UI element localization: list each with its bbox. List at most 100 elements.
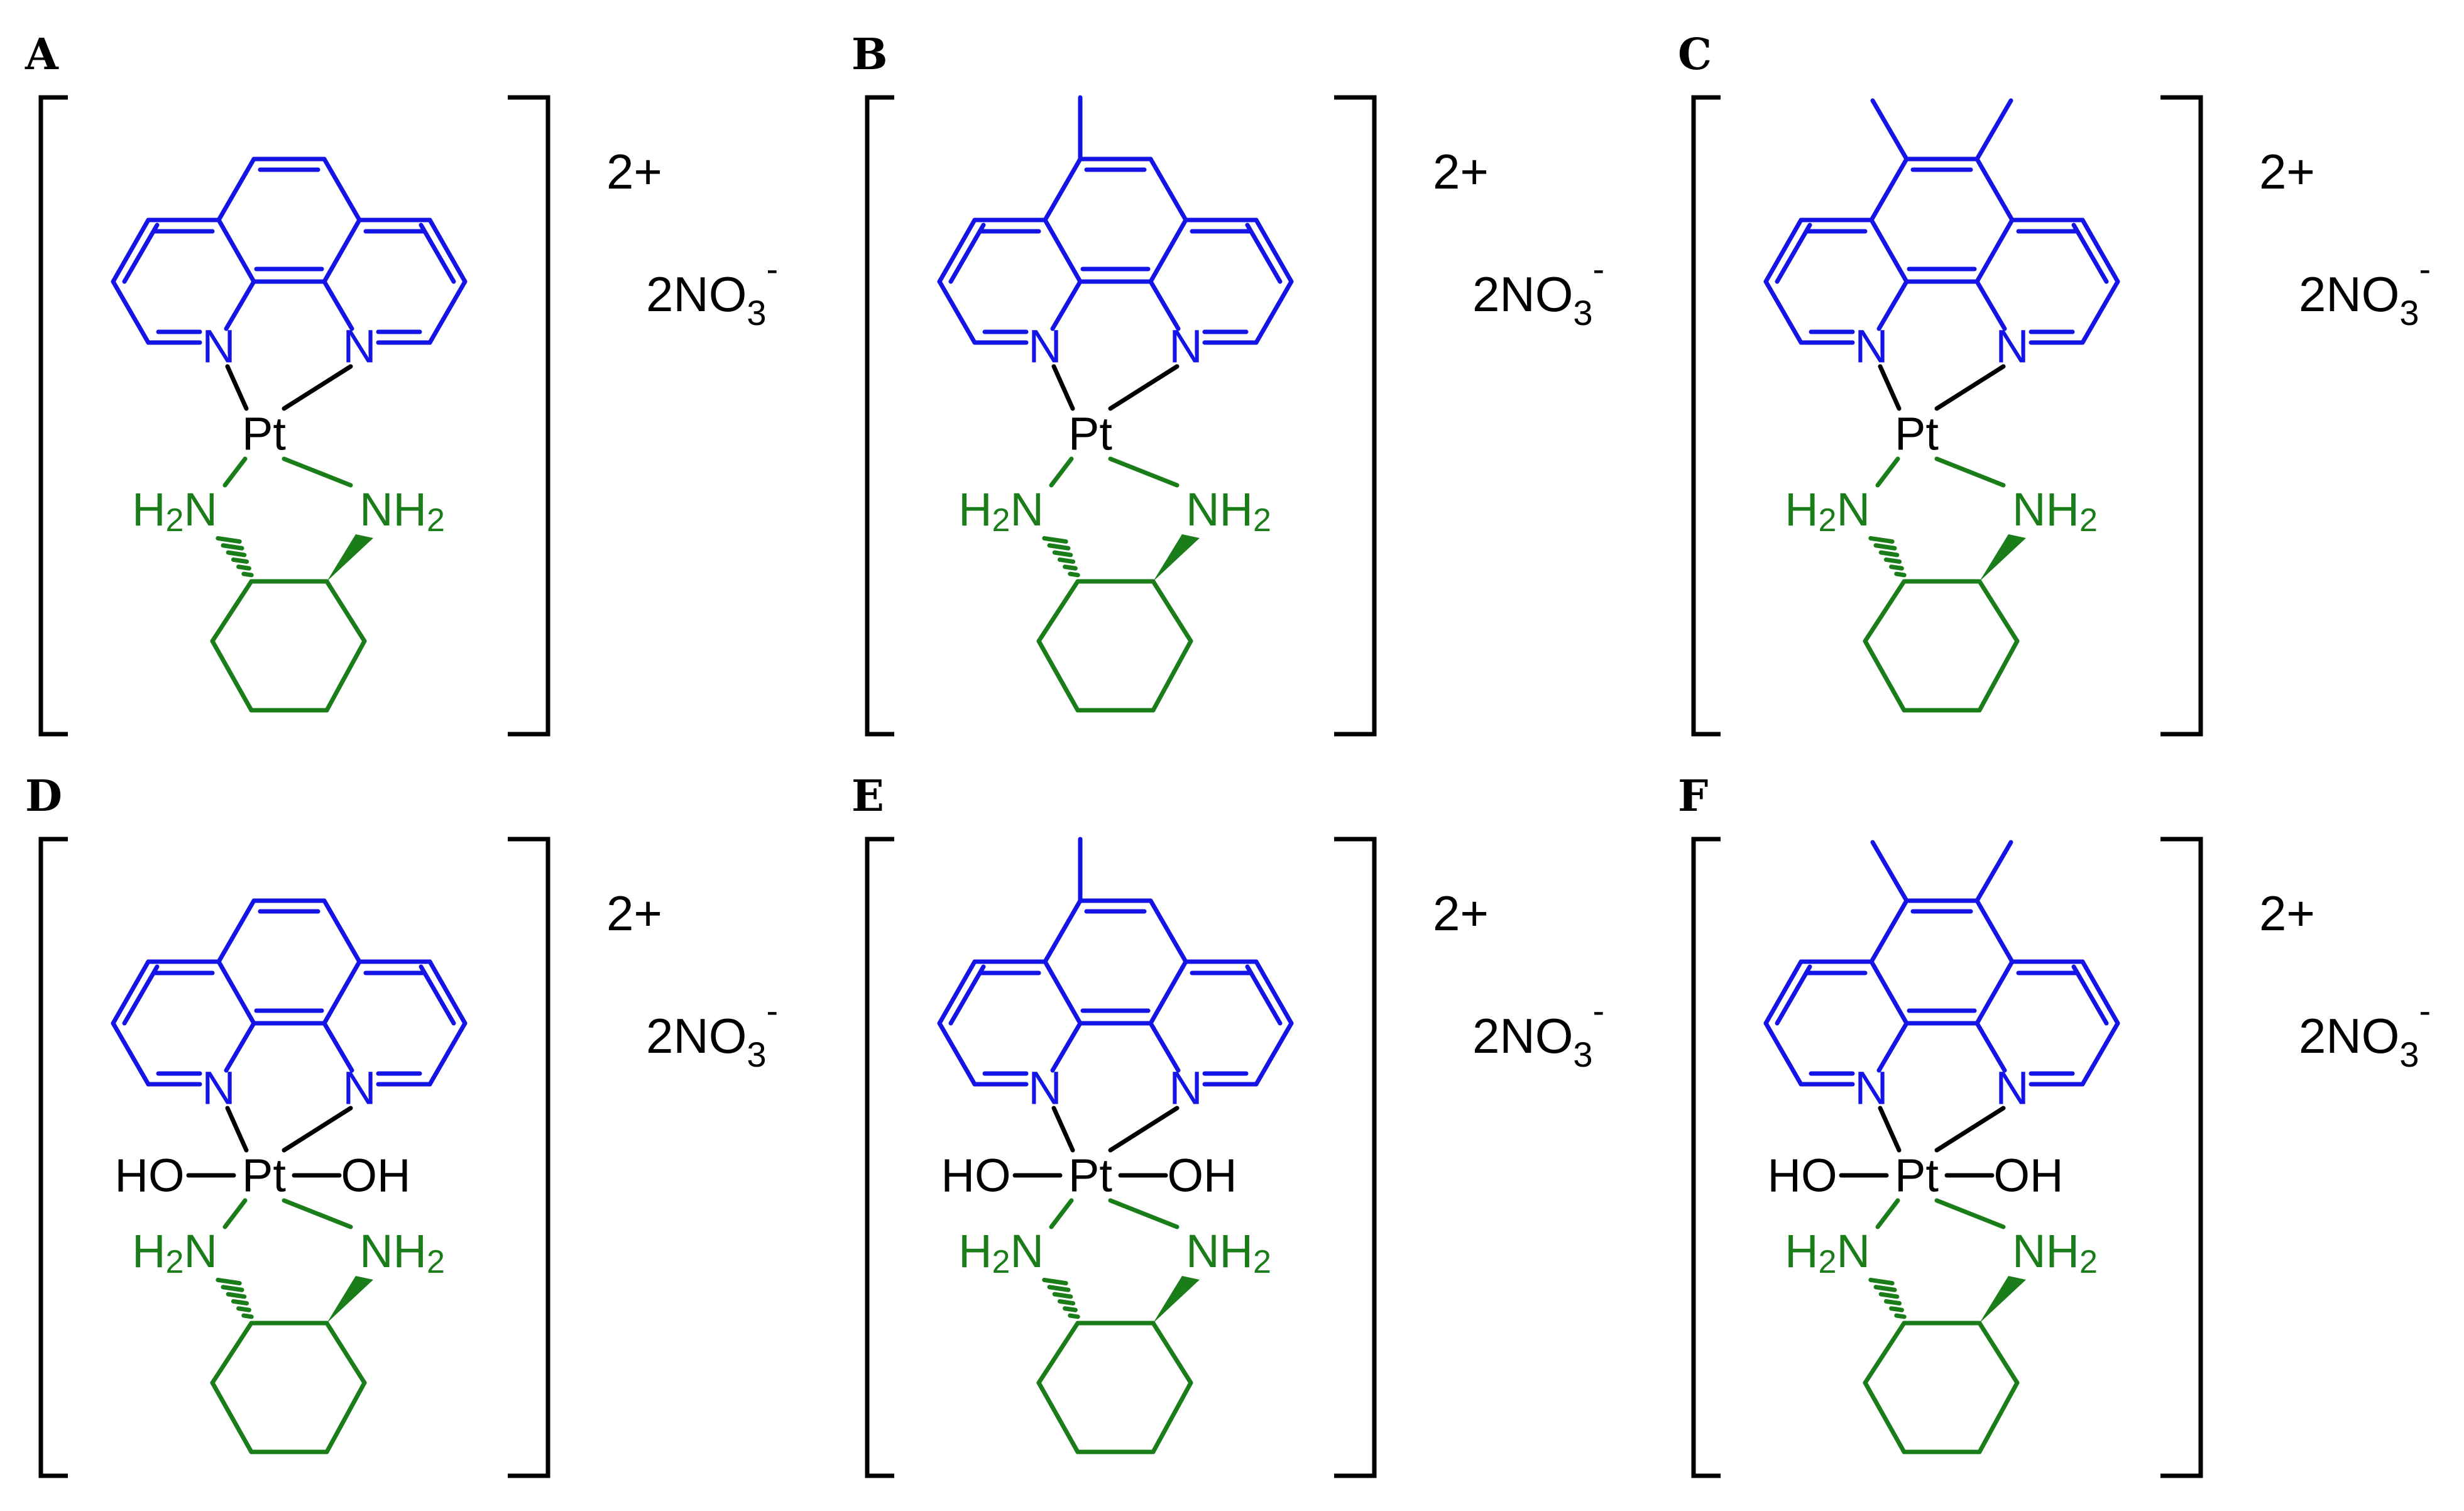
hashed-wedge [1063,1306,1078,1312]
bond-line [1151,1380,1193,1454]
hashed-wedge [226,550,247,558]
bond-line [1254,1021,1294,1087]
hydroxide-ligand: HO [1768,1150,1837,1202]
bond-line [322,217,362,284]
solid-wedge [1153,534,1200,581]
platinum-atom: Pt [1895,1150,1939,1202]
bond-line [1254,959,1294,1026]
pt-n-bond [282,364,353,411]
left-bracket [1691,837,1721,1478]
bond-line [1775,223,1812,284]
left-bracket [38,95,68,737]
amine-subscript: 2 [166,502,184,539]
right-bracket [2160,837,2203,1478]
counter-ion-subscript: 3 [2399,1035,2419,1074]
amine-subscript: 2 [1253,1244,1271,1280]
bond-line [1148,279,1181,331]
methyl-group [1974,98,2013,162]
left-bracket [865,837,894,1478]
bond-line [1050,1021,1083,1073]
hashed-wedge [231,1299,249,1306]
bond-line [122,964,160,1026]
pt-nh2-bond [1934,1198,2006,1229]
bond-line [1977,579,2020,644]
bond-line [1869,217,1909,284]
amine-nh: NH [2012,483,2079,536]
bond-line [210,579,254,644]
hashed-wedge [1068,1313,1080,1319]
counter-ion: 2NO3- [1472,249,1604,332]
hashed-wedge [1042,536,1068,544]
amine-n: N [1010,1225,1043,1277]
platinum-atom: Pt [1068,1150,1112,1202]
bond-line [1974,279,2007,331]
counter-ion: 2NO3- [646,249,778,332]
right-bracket [2160,95,2203,737]
charge-label: 2+ [1433,886,1489,941]
bond-line [322,279,354,331]
panel-label: D [25,771,62,821]
bond-line [1869,898,1909,964]
charge-label: 2+ [606,144,662,199]
solid-wedge [327,534,373,581]
amine-subscript: 2 [427,1244,445,1280]
counter-ion-subscript: 3 [747,293,766,332]
bond-line [1245,223,1283,284]
bond-line [1974,157,2015,223]
hashed-wedge [221,1285,244,1292]
hashed-wedge [1889,1306,1904,1312]
bond-line [216,959,256,1026]
bond-line [1977,1321,2020,1385]
pt-nh2-bond [282,1198,353,1229]
bond-line [122,223,160,284]
amine-subscript: 2 [166,1244,184,1280]
nitrogen-atom: N [1028,321,1061,373]
pt-nh2-bond [1875,456,1900,488]
amine-nh: NH [1186,483,1253,536]
counter-ion-subscript: 3 [2399,293,2419,332]
nitrogen-atom: N [342,321,376,373]
bond-line [1763,1021,1804,1087]
bond-line [111,217,151,284]
bond-line [224,1021,256,1073]
bond-line [419,964,456,1026]
hashed-wedge [1873,1285,1897,1292]
hashed-wedge [1042,1277,1068,1286]
hydroxide-ligand: OH [1994,1150,2064,1202]
charge-label: 2+ [606,886,662,941]
bond-line [1876,1021,1909,1073]
bond-line [1977,1380,2020,1454]
bond-line [1869,959,1909,1026]
amine-left: H2N [1785,483,1870,539]
bond-line [2071,223,2109,284]
bond-line [937,279,977,345]
bond-line [1043,157,1083,223]
nitrogen-atom: N [202,321,235,373]
amine-subscript: 2 [1819,1244,1837,1280]
bond-line [2080,959,2120,1026]
hashed-wedge [1068,571,1080,578]
platinum-atom: Pt [1895,408,1939,460]
hashed-wedge [1047,543,1071,551]
hydroxide-ligand: HO [941,1150,1011,1202]
amine-right: NH2 [2012,483,2098,539]
amine-left: H2N [1785,1225,1870,1281]
amine-right: NH2 [1186,1225,1271,1281]
pt-n-bond [1108,364,1180,411]
bond-line [427,217,468,284]
amine-left: H2N [132,483,217,539]
bond-line [1974,959,2015,1026]
counter-ion: 2NO3- [2299,249,2431,332]
counter-ion-main: 2NO [646,266,747,322]
amine-subscript: 2 [992,502,1010,539]
amine-nh: NH [359,1225,427,1277]
bond-line [1863,1380,1907,1454]
solid-wedge [1153,1276,1200,1323]
panel-label: A [25,30,59,80]
charge-label: 2+ [2259,144,2315,199]
bond-line [1775,964,1812,1026]
pt-nh2-bond [222,1198,248,1229]
right-bracket [508,95,550,737]
